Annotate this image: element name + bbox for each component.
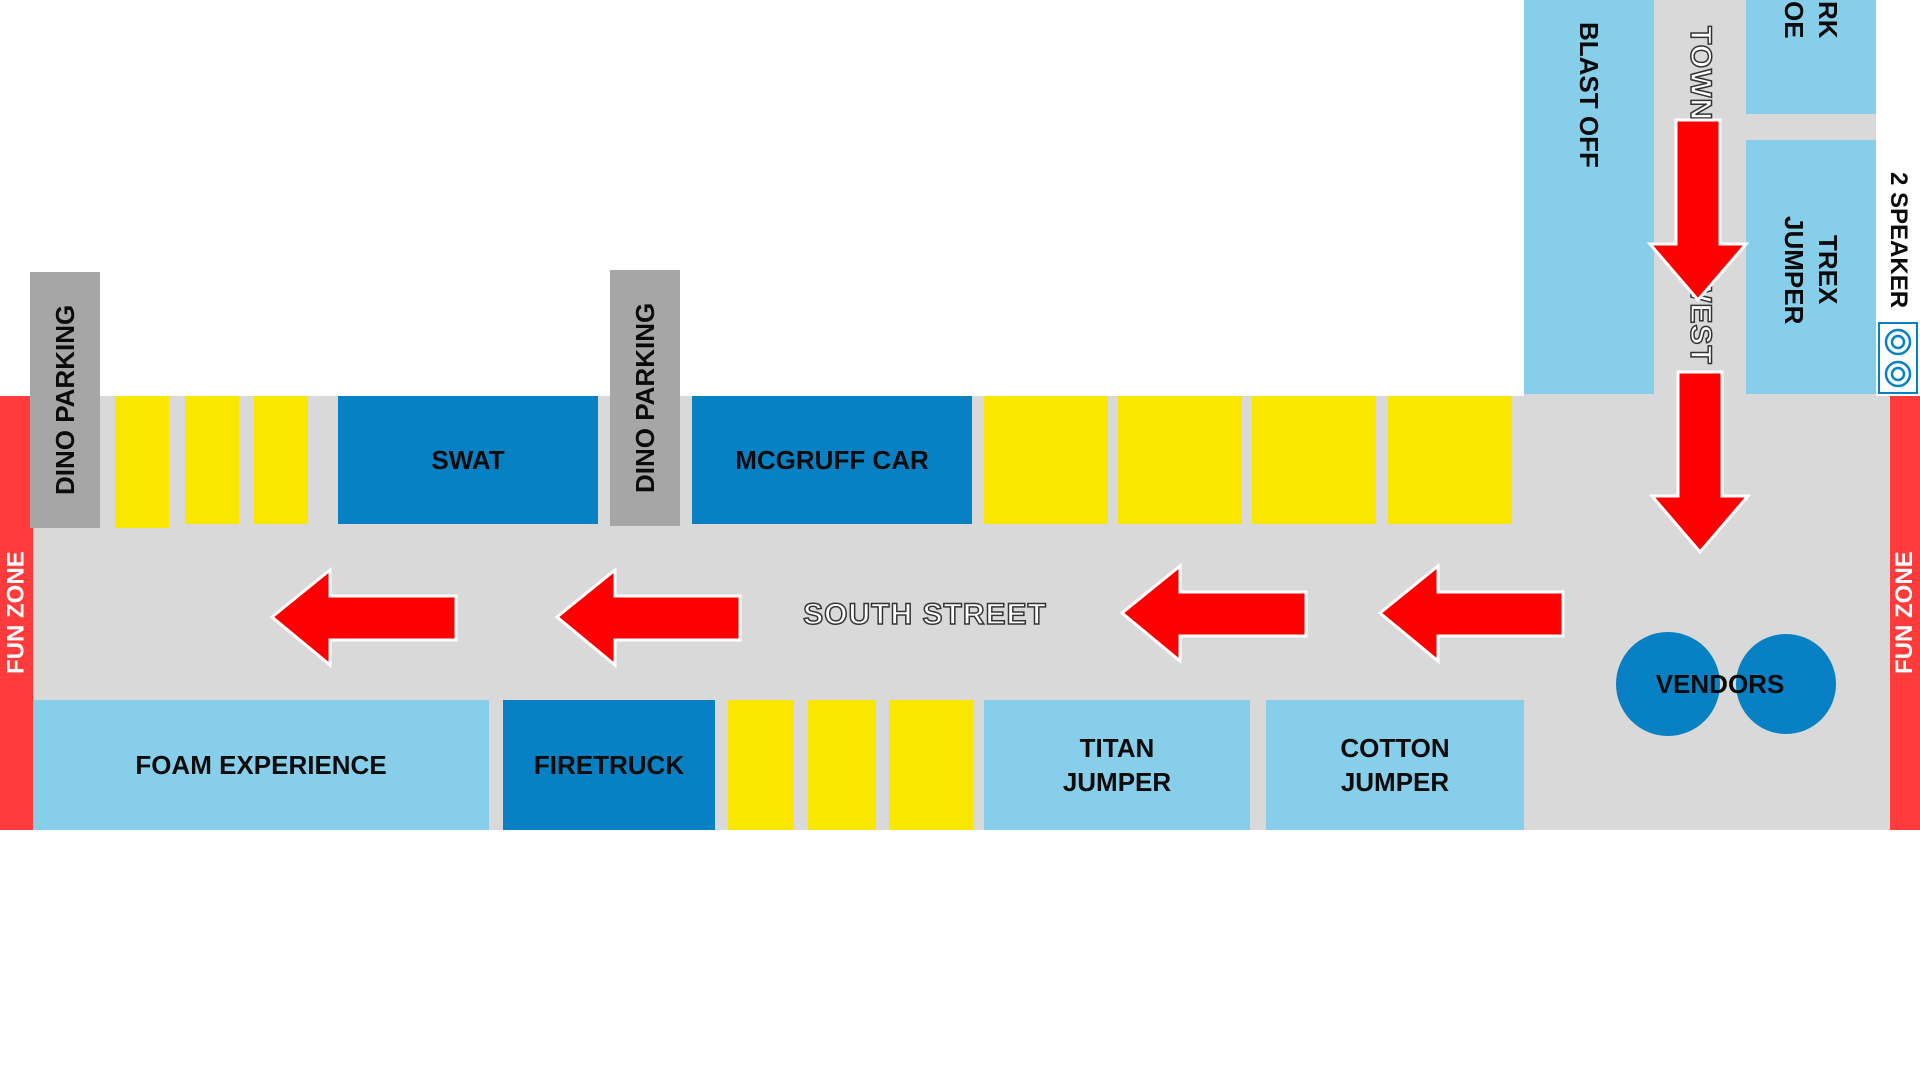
yellow-stall [1252,396,1376,524]
south-street-label: SOUTH STREET [802,597,1047,632]
yellow-stall [1118,396,1242,524]
titan-jumper-block: TITAN JUMPER [984,700,1250,830]
vendors-label: VENDORS [1655,669,1785,699]
swat-block: SWAT [338,396,598,524]
mcgruff-car-label: MCGRUFF CAR [735,445,929,475]
trex-jumper-label: TREX JUMPER [1779,215,1843,325]
yellow-stall [254,396,308,524]
partial-top-right-label: RK OE [1779,1,1843,39]
speaker-icon [1878,322,1918,394]
foam-experience-block: FOAM EXPERIENCE [33,700,489,830]
trex-jumper-block: TREX JUMPER [1746,140,1876,394]
firetruck-label: FIRETRUCK [533,750,685,780]
yellow-stall [115,396,169,528]
cotton-jumper-block: COTTON JUMPER [1266,700,1524,830]
arrow-left-icon [1377,562,1565,665]
blast-off-block: BLAST OFF [1524,0,1654,394]
foam-experience-label: FOAM EXPERIENCE [135,750,387,780]
yellow-stall [889,700,973,830]
dino-parking-1: DINO PARKING [30,272,100,528]
yellow-stall [1388,396,1512,524]
yellow-stall [808,700,876,830]
swat-label: SWAT [431,445,505,475]
mcgruff-car-block: MCGRUFF CAR [692,396,972,524]
yellow-stall [984,396,1108,524]
dino-parking-2: DINO PARKING [610,270,680,526]
arrow-left-icon [269,566,458,669]
speaker-cones-icon [1884,328,1912,388]
cotton-jumper-label: COTTON JUMPER [1340,733,1450,797]
arrow-down-icon [1646,118,1750,303]
vendor-circle-right [1736,634,1836,734]
speaker-label: 2 SPEAKER [1885,171,1912,309]
arrow-down-icon [1648,370,1752,555]
blast-off-label: BLAST OFF [1574,22,1604,168]
titan-jumper-label: TITAN JUMPER [1062,733,1172,797]
firetruck-block: FIRETRUCK [503,700,715,830]
yellow-stall [728,700,794,830]
arrow-left-icon [554,566,742,669]
arrow-left-icon [1119,562,1308,665]
vendor-circle-left [1616,632,1720,736]
partial-top-right-block: RK OE [1746,0,1876,114]
fun-zone-left: FUN ZONE [0,396,33,830]
yellow-stall [185,396,239,524]
fun-zone-right: FUN ZONE [1890,396,1920,830]
